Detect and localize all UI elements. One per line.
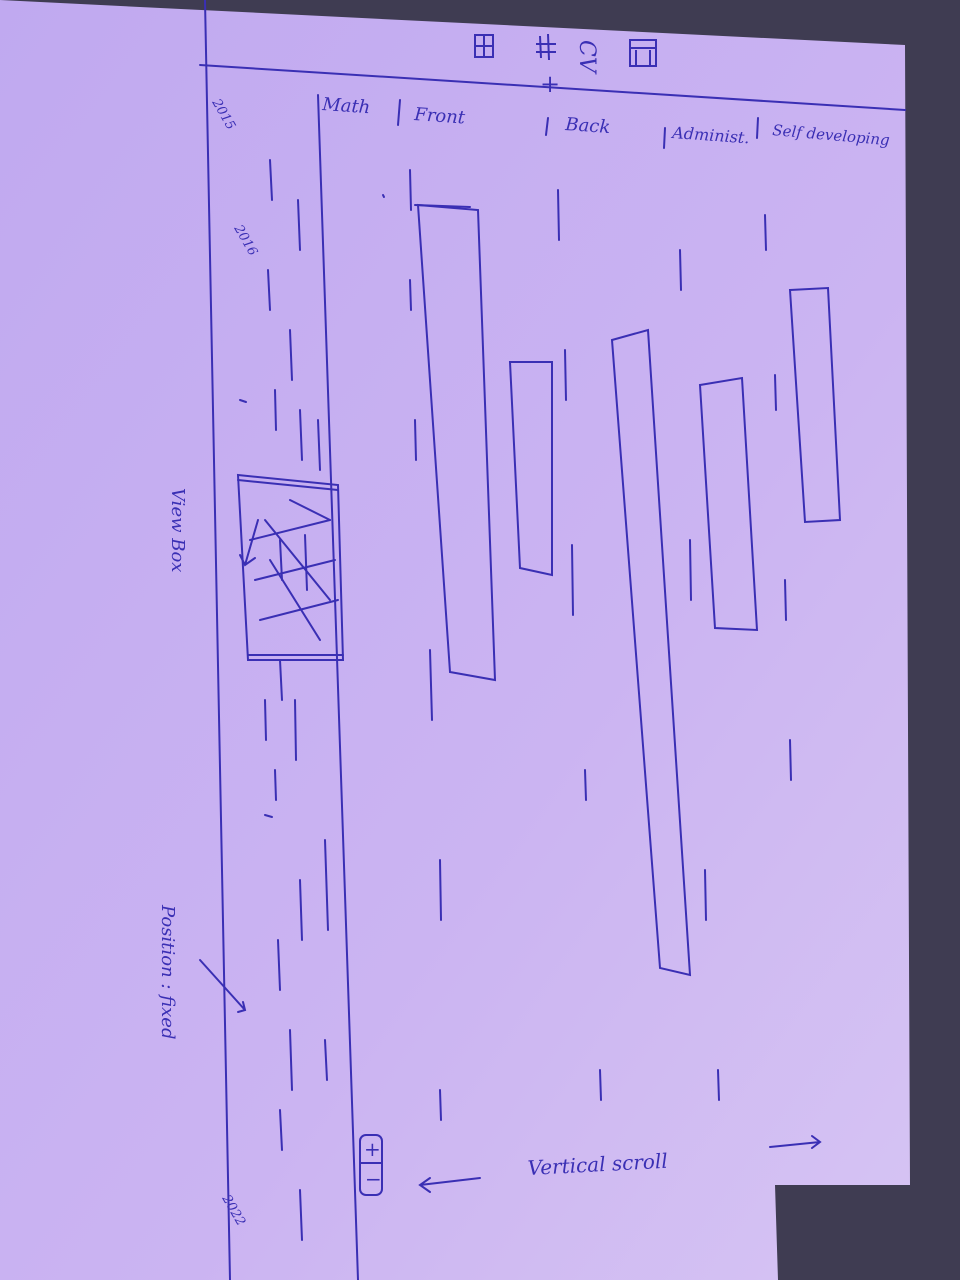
back-column-items: [508, 189, 692, 1101]
front-column-items: [409, 169, 497, 1121]
column-separator: [545, 117, 549, 136]
column-label-math: Math: [321, 94, 371, 118]
view-box-arrow: [239, 519, 259, 567]
column-separator: [663, 127, 666, 149]
math-column-ticks: [382, 194, 385, 198]
zoom-in-button[interactable]: +: [364, 1137, 381, 1161]
self-developing-column-items: [764, 214, 842, 781]
administ-column-items: [679, 249, 759, 1101]
column-separator: [397, 99, 401, 126]
column-label-back: Back: [564, 114, 611, 138]
cv-icon[interactable]: CV: [574, 40, 599, 75]
bank-icon[interactable]: [629, 39, 657, 67]
view-box-annotation: View Box: [167, 488, 188, 572]
paper-sheet: [0, 0, 910, 1280]
left-border-line: [204, 0, 231, 1280]
translate-icon[interactable]: [536, 33, 556, 61]
header-divider-line: [199, 64, 906, 111]
zoom-out-button[interactable]: −: [365, 1167, 382, 1191]
timeline-ticks: [239, 159, 329, 1241]
position-fixed-annotation: Position : fixed: [157, 904, 178, 1039]
view-box-rectangle: [236, 473, 345, 701]
scroll-arrow-right: [769, 1135, 822, 1149]
header-icons: [474, 33, 657, 67]
column-label-front: Front: [413, 104, 467, 129]
column-separator: [756, 117, 759, 139]
plus-icon[interactable]: +: [540, 70, 560, 98]
scroll-arrow-left: [418, 1177, 481, 1193]
position-fixed-arrow: [199, 959, 247, 1013]
zoom-controls[interactable]: + −: [359, 1134, 383, 1196]
table-icon[interactable]: [474, 34, 494, 58]
timeline-right-line: [317, 94, 359, 1280]
